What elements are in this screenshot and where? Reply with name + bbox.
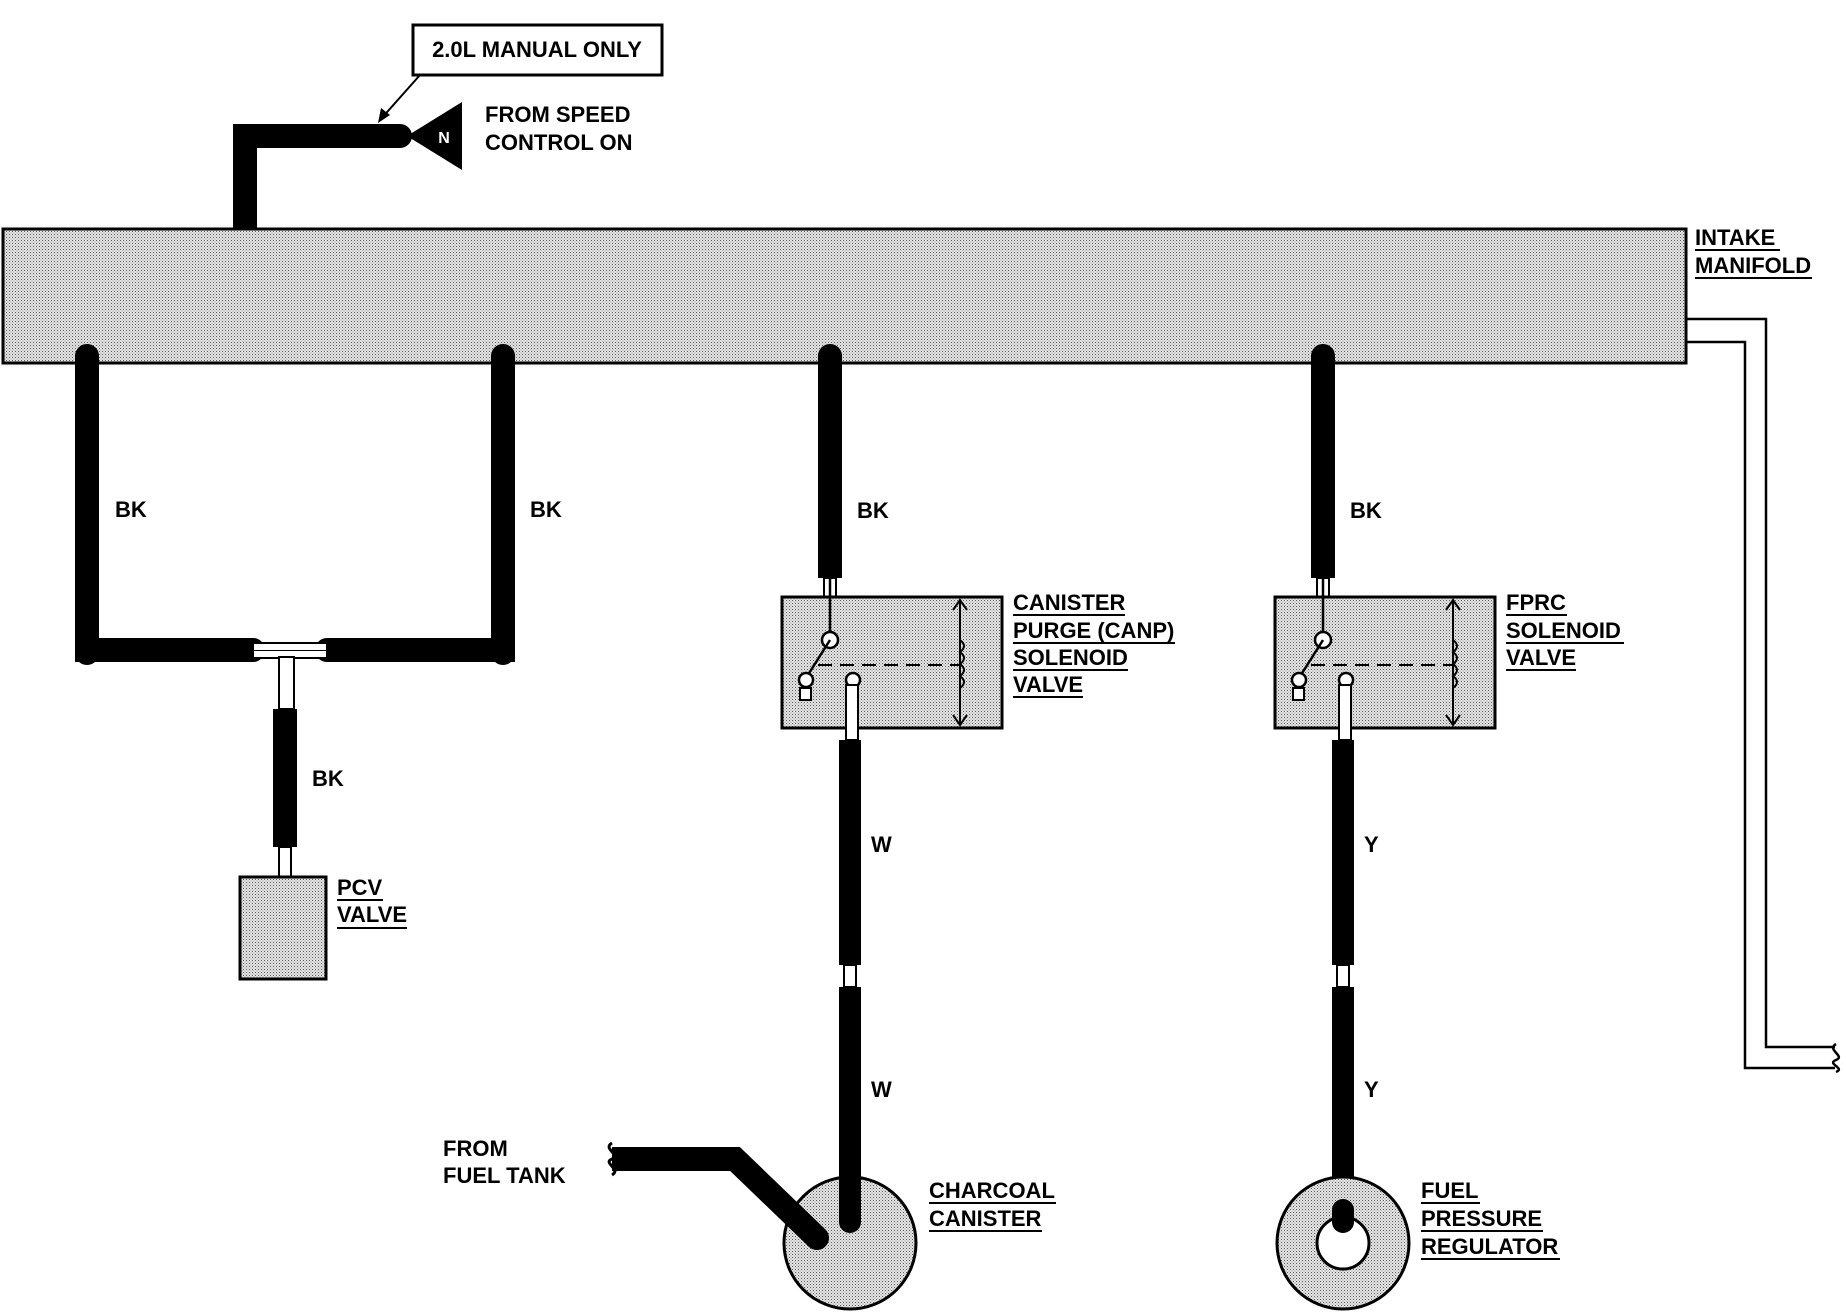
speed-control-label-1: FROM SPEED — [485, 102, 630, 127]
pcv-lower-hose — [273, 709, 297, 847]
speed-control-connector: N — [407, 102, 462, 170]
hose-color-regulator-lower: Y — [1364, 1077, 1379, 1102]
fprc-switch-symbol — [1290, 578, 1461, 727]
hose-color-canp-upper: BK — [857, 498, 889, 523]
speed-control-hose — [233, 124, 412, 244]
fuel-tank-hose — [607, 1141, 829, 1250]
fprc-solenoid-valve — [1273, 595, 1497, 730]
canister-mid-hose — [839, 740, 861, 965]
regulator-hose-coupler — [1336, 964, 1350, 988]
canister-hose-coupler — [843, 964, 857, 988]
regulator-lower-hose — [1332, 987, 1354, 1217]
hose-color-pcv-lower: BK — [312, 766, 344, 791]
hose-color-canister-mid: W — [871, 832, 892, 857]
connector-symbol: N — [438, 130, 450, 147]
fprc-label-1: FPRC — [1506, 590, 1566, 615]
charcoal-canister-label-1: CHARCOAL — [929, 1178, 1055, 1203]
fuel-tank-label-1: FROM — [443, 1136, 508, 1161]
canp-label-4: VALVE — [1013, 672, 1083, 697]
pcv-supply-hose — [75, 344, 515, 665]
fprc-outlet-nipple — [1338, 684, 1352, 741]
canp-label-2: PURGE (CANP) — [1013, 618, 1174, 643]
intake-manifold — [1, 227, 1688, 365]
regulator-mid-hose — [1332, 740, 1354, 965]
canp-switch-symbol — [797, 578, 968, 727]
fuel-regulator-label-1: FUEL — [1421, 1178, 1478, 1203]
intake-manifold-label-2: MANIFOLD — [1695, 253, 1811, 278]
fprc-label-2: SOLENOID — [1506, 618, 1621, 643]
fuel-regulator-label-3: REGULATOR — [1421, 1234, 1558, 1259]
canp-label-1: CANISTER — [1013, 590, 1126, 615]
pcv-valve-label-2: VALVE — [337, 902, 407, 927]
pcv-valve — [238, 875, 328, 981]
fuel-regulator-label-2: PRESSURE — [1421, 1206, 1542, 1231]
speed-control-label-2: CONTROL ON — [485, 130, 632, 155]
charcoal-canister-label-2: CANISTER — [929, 1206, 1042, 1231]
hose-color-regulator-mid: Y — [1364, 832, 1379, 857]
canister-lower-hose — [839, 987, 861, 1217]
canp-outlet-nipple — [845, 684, 859, 741]
callout-text: 2.0L MANUAL ONLY — [432, 37, 642, 62]
hose-color-fprc-upper: BK — [1350, 498, 1382, 523]
hose-color-canister-lower: W — [871, 1077, 892, 1102]
pcv-tee-connector — [252, 642, 328, 710]
hose-color-pcv-right: BK — [530, 497, 562, 522]
fprc-label-3: VALVE — [1506, 645, 1576, 670]
pcv-valve-label-1: PCV — [337, 875, 383, 900]
manual-only-callout: 2.0L MANUAL ONLY — [378, 23, 664, 123]
canp-label-3: SOLENOID — [1013, 645, 1128, 670]
fuel-tank-label-2: FUEL TANK — [443, 1163, 566, 1188]
hose-color-pcv-left: BK — [115, 497, 147, 522]
intake-manifold-label-1: INTAKE — [1695, 225, 1775, 250]
right-side-hose — [1686, 317, 1841, 1074]
pcv-nipple — [278, 846, 292, 878]
canp-solenoid-valve — [780, 595, 1004, 730]
